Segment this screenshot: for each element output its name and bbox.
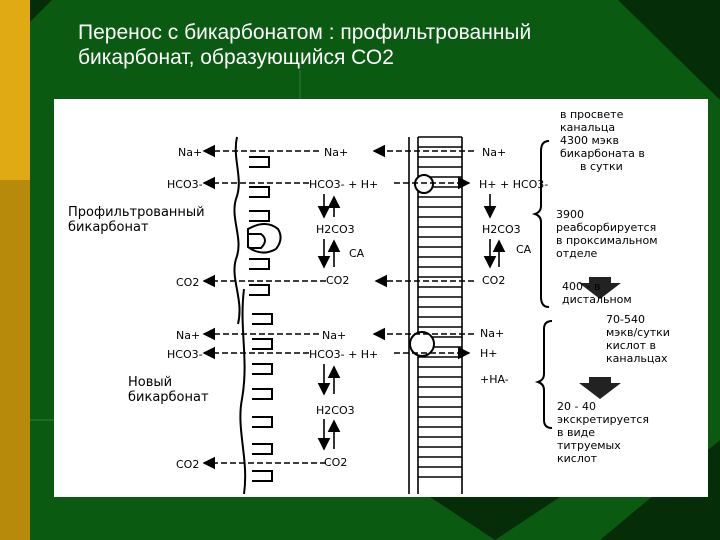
brace-lower (538, 321, 552, 428)
upper-blood-hco3: HCO3- (167, 178, 203, 191)
lower-lumen-ha: +HA- (480, 373, 509, 386)
note-proximal: 3900 реабсорбируется в проксимальном отд… (556, 208, 658, 260)
lower-cell-hco3-h: HCO3- + H+ (309, 348, 378, 361)
slide-title: Перенос с бикарбонатом : профильтрованны… (78, 20, 678, 70)
lower-cell-h2co3: H2CO3 (316, 404, 355, 417)
lower-blood-co2: CO2 (176, 458, 199, 471)
upper-cell-ca: CA (349, 247, 365, 260)
lower-cell-co2: CO2 (324, 456, 347, 469)
upper-lumen-h2co3: H2CO3 (482, 223, 521, 236)
upper-cell-na: Na+ (324, 146, 348, 159)
title-line-2: бикарбонат, образующийся СО2 (78, 45, 678, 70)
upper-cell-hco3-h: HCO3- + H+ (309, 178, 378, 191)
upper-lumen-co2: CO2 (482, 274, 505, 287)
lower-blood-na: Na+ (176, 329, 200, 342)
lower-blood-hco3: HCO3- (167, 348, 203, 361)
note-excreted: 20 - 40 экскретируется в виде титруемых … (557, 400, 649, 465)
title-line-1: Перенос с бикарбонатом : профильтрованны… (78, 20, 678, 45)
basolateral-membrane (234, 137, 245, 494)
upper-cell-h2co3: H2CO3 (316, 223, 355, 236)
upper-lumen-ca: CA (516, 243, 532, 256)
label-filtered-bicarbonate: Профильтрованный бикарбонат (68, 205, 205, 235)
note-lumen: в просвете канальца 4300 мэкв бикарбонат… (560, 108, 645, 173)
basolateral-folds-lower (252, 314, 272, 481)
label-new-bicarbonate: Новый бикарбонат (128, 375, 209, 405)
upper-lumen-na: Na+ (482, 146, 506, 159)
lower-cell-na: Na+ (322, 329, 346, 342)
upper-lumen-h-hco3: H+ + HCO3- (479, 178, 548, 191)
note-distal: 400 - в дистальном (562, 280, 632, 306)
diagram-panel: Na+ HCO3- CO2 Na+ HCO3- + H+ H2CO3 CA CO… (54, 99, 708, 497)
lower-lumen-h: H+ (480, 347, 498, 360)
brace-upper (535, 141, 549, 307)
upper-blood-co2: CO2 (176, 276, 199, 289)
flux-arrows-upper (204, 151, 474, 281)
down-arrow-lower-icon (579, 377, 621, 399)
antiporter-upper-icon (415, 175, 433, 193)
upper-cell-co2: CO2 (326, 274, 349, 287)
lower-lumen-na: Na+ (480, 327, 504, 340)
upper-blood-na: Na+ (178, 146, 202, 159)
note-acids: 70-540 мэкв/сутки кислот в канальцах (606, 313, 670, 365)
